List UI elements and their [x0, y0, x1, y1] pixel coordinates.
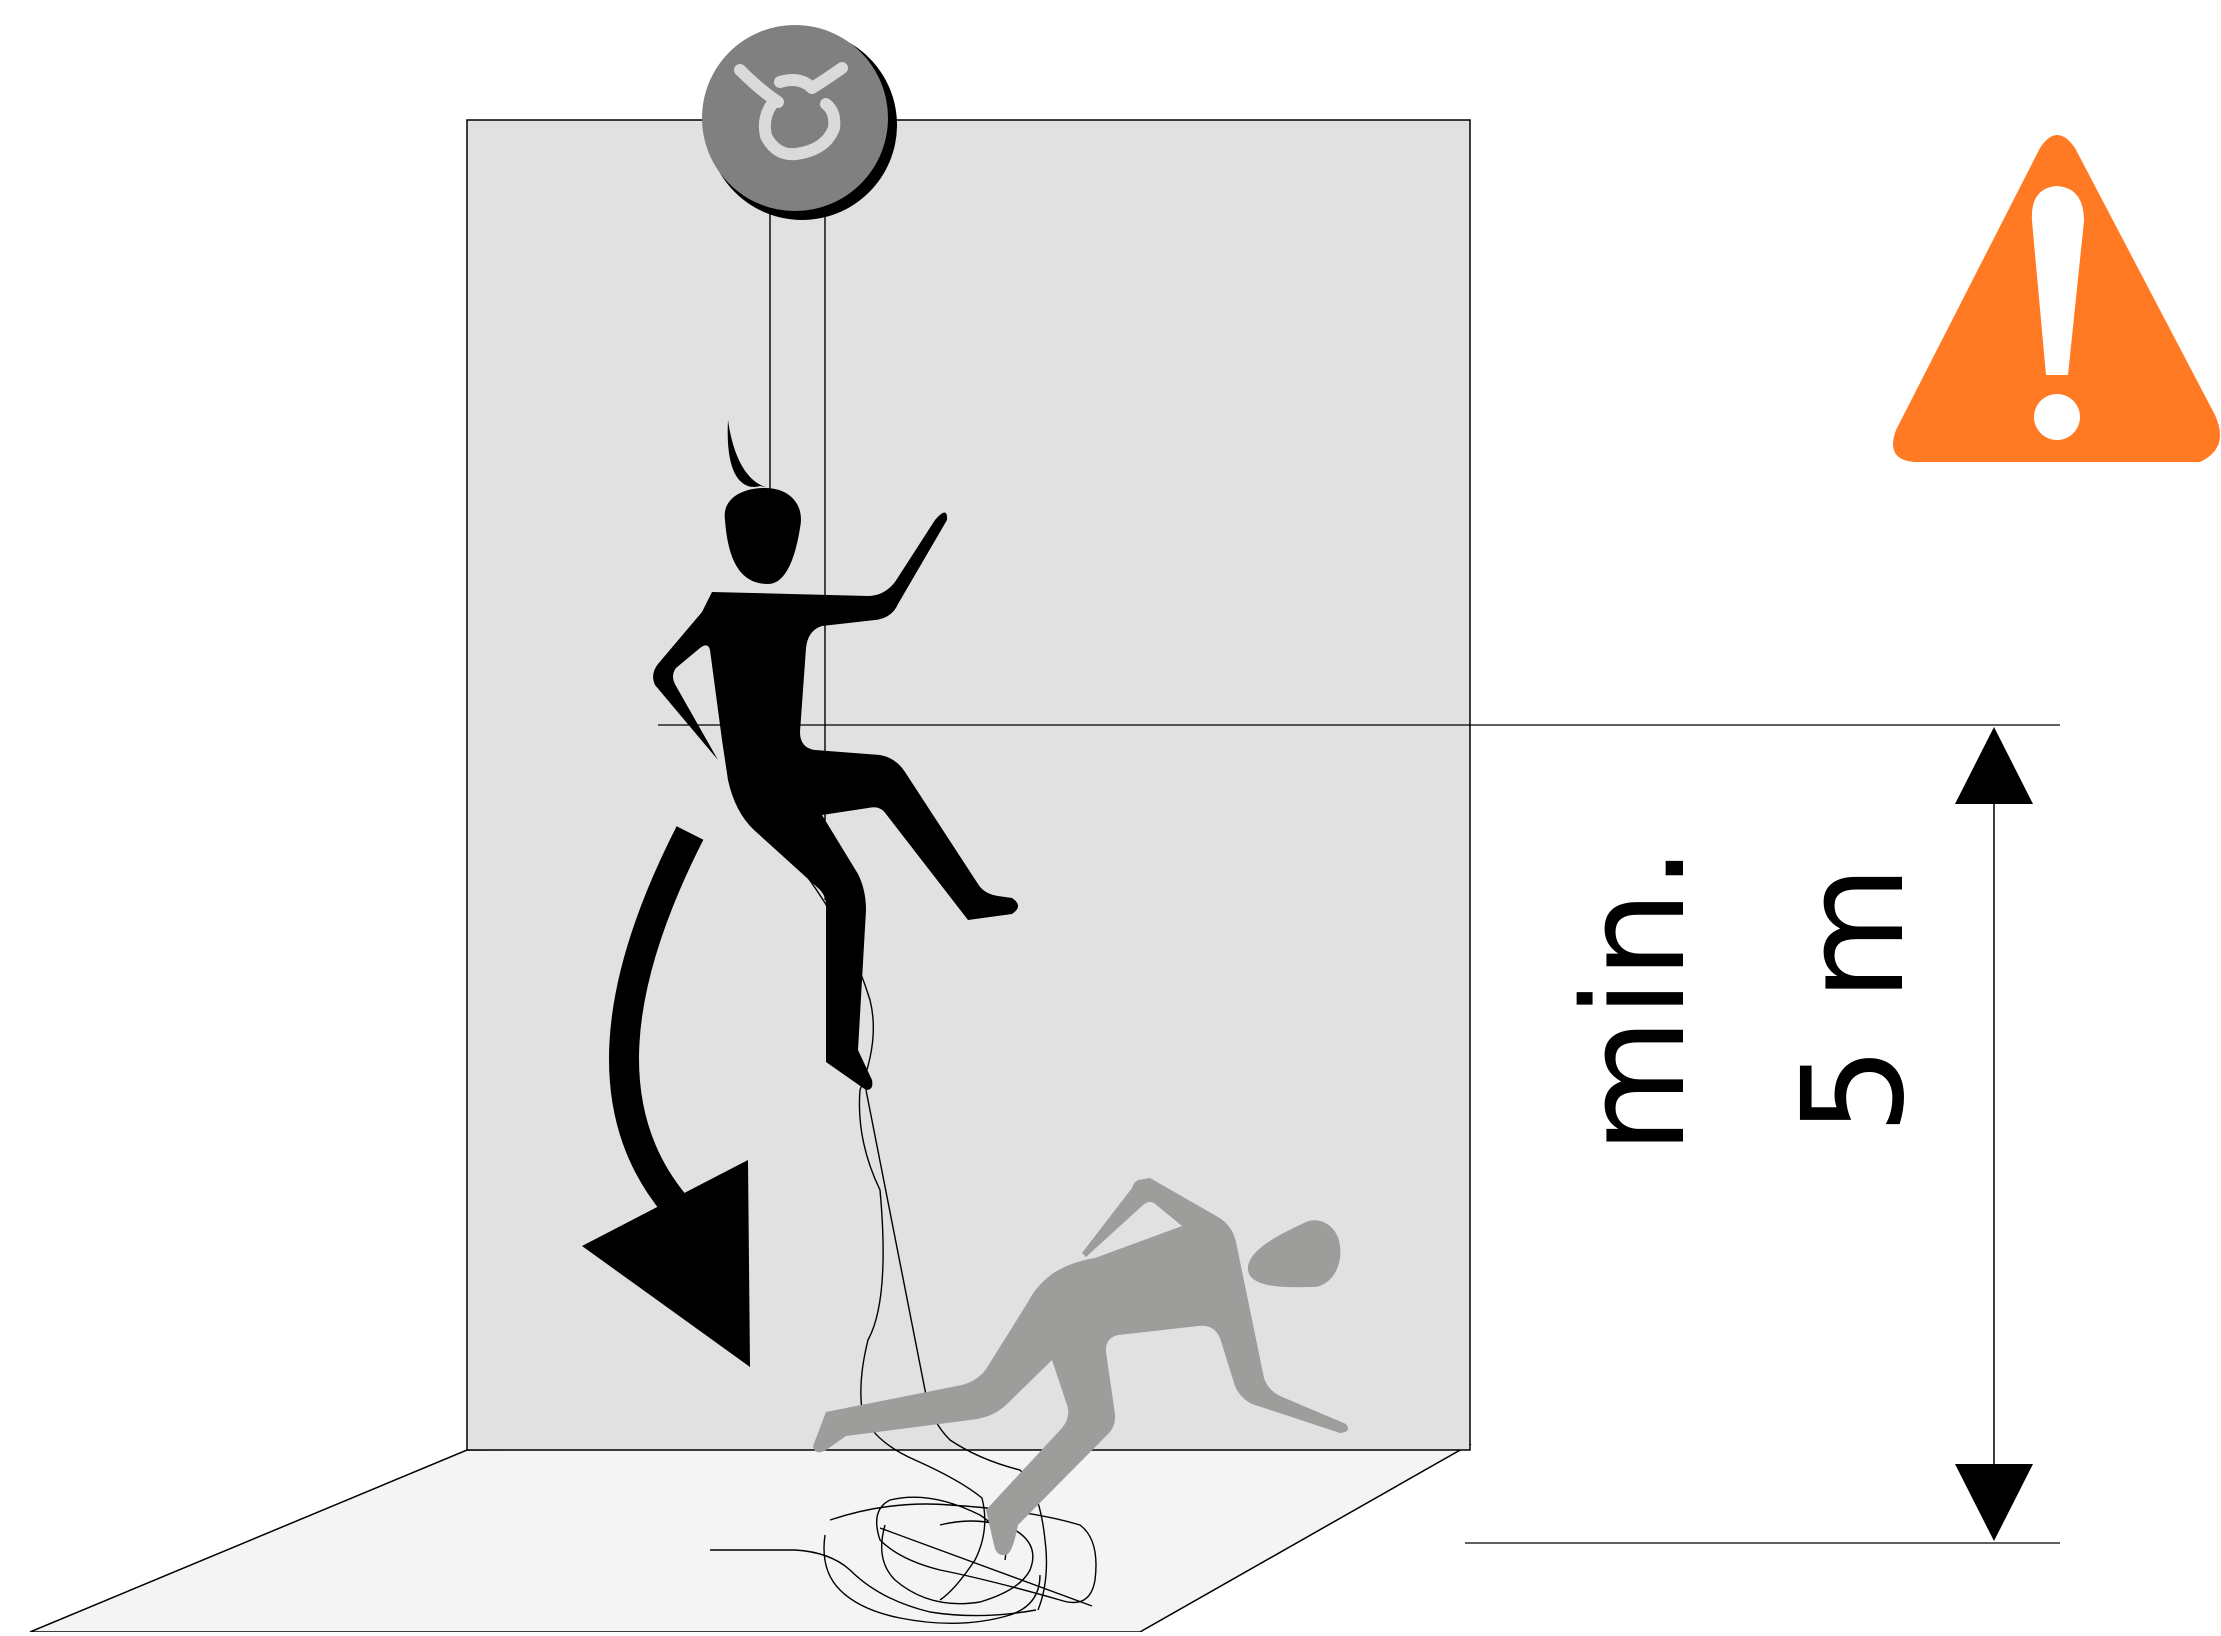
height-dimension-arrow [1955, 727, 2033, 1541]
dimension-arrowhead-up [1955, 727, 2033, 804]
exclamation-dot [2034, 394, 2080, 440]
measure-label-distance: 5 m [1773, 865, 1936, 1135]
measure-label-min: min. [1554, 846, 1717, 1155]
floor [30, 1445, 1469, 1632]
warning-triangle-icon [1893, 135, 2220, 462]
dimension-arrowhead-down [1955, 1464, 2033, 1541]
